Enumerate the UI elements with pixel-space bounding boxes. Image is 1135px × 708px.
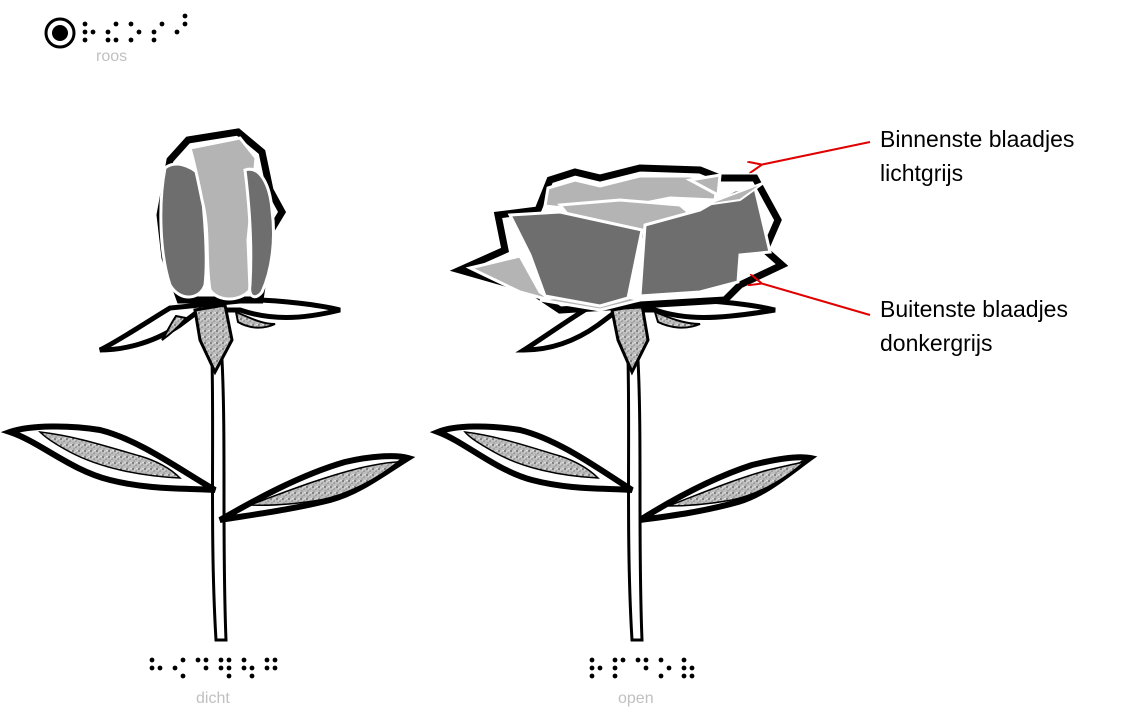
annotation-inner-line1: Binnenste blaadjes xyxy=(880,122,1074,156)
braille-open xyxy=(590,658,695,679)
annotation-outer-line2: donkergrijs xyxy=(880,326,1068,360)
rose-closed xyxy=(10,132,408,640)
arrow-outer-petals xyxy=(760,283,870,315)
annotation-outer-petals: Buitenste blaadjes donkergrijs xyxy=(880,292,1068,360)
title-braille xyxy=(83,14,188,43)
title-radio-icon xyxy=(46,19,74,47)
caption-dicht: dicht xyxy=(196,690,230,708)
braille-dicht xyxy=(150,658,278,679)
title-caption: roos xyxy=(96,48,127,66)
stem xyxy=(212,360,226,640)
arrow-inner-petals xyxy=(760,142,870,165)
caption-open: open xyxy=(618,690,654,708)
annotation-outer-line1: Buitenste blaadjes xyxy=(880,292,1068,326)
annotation-inner-petals: Binnenste blaadjes lichtgrijs xyxy=(880,122,1074,190)
annotation-inner-line2: lichtgrijs xyxy=(880,156,1074,190)
rose-open xyxy=(438,168,810,640)
